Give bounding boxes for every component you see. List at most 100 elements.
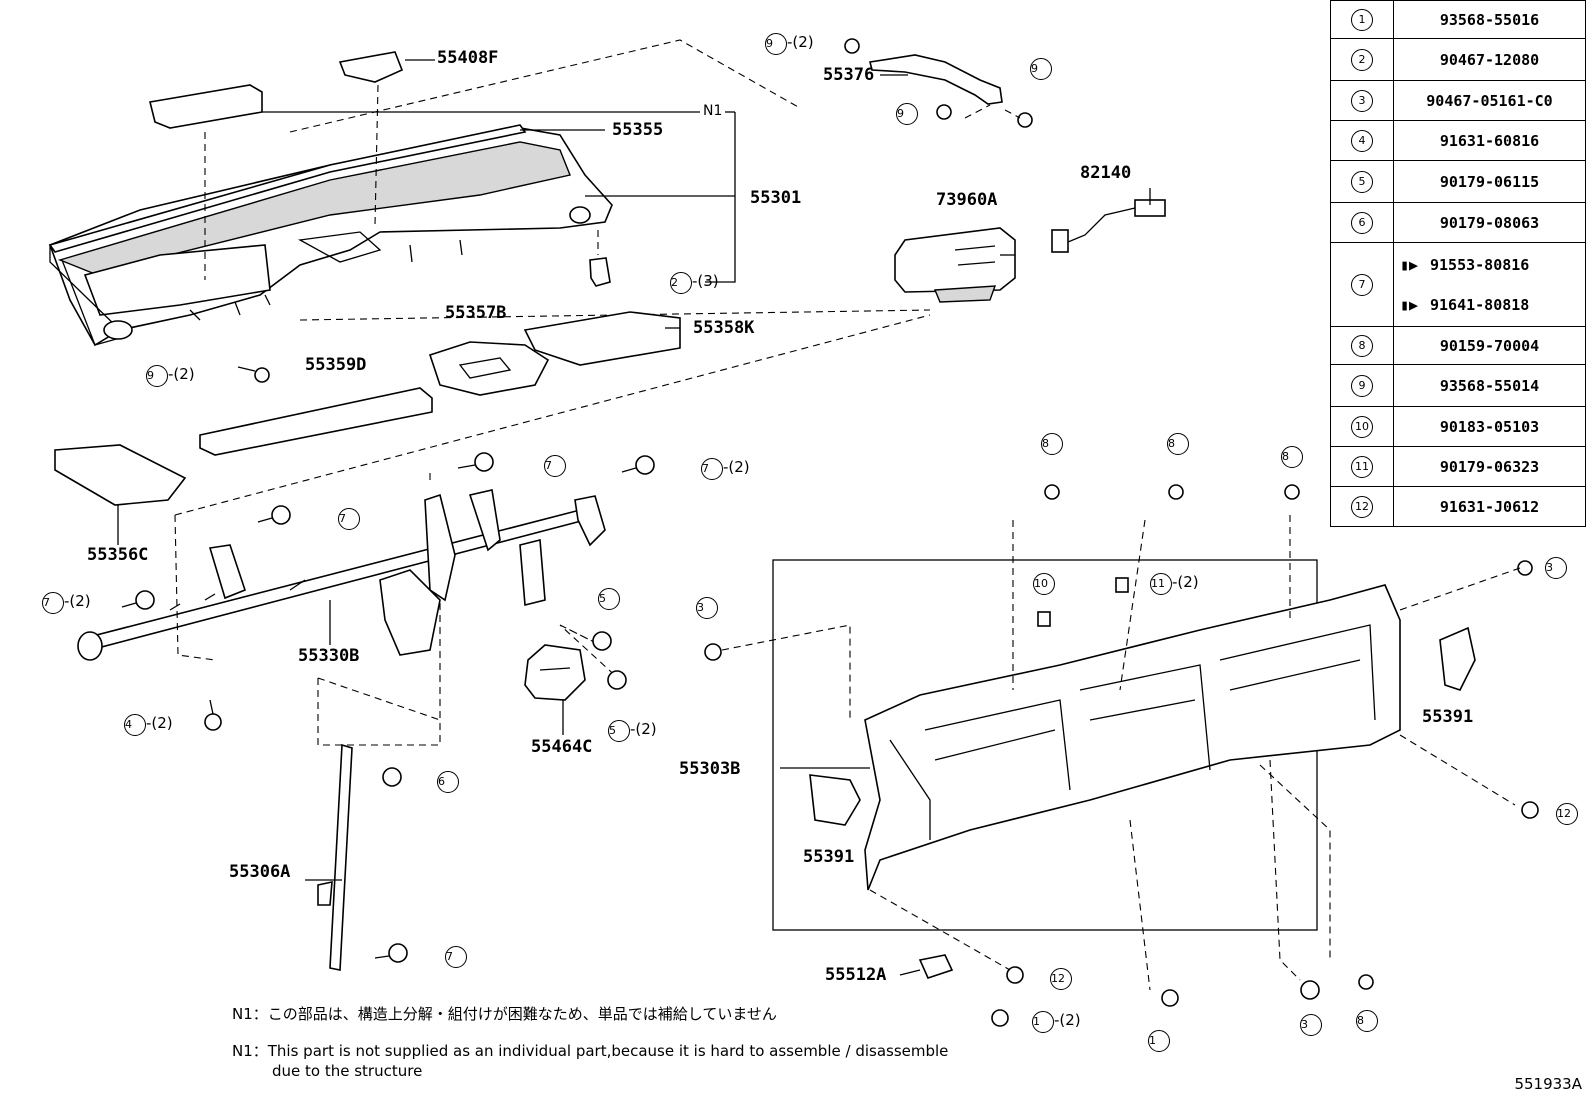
label-55391-right: 55391 <box>1422 707 1474 727</box>
part-number: 91631-60816 <box>1393 120 1586 161</box>
callout-12-a: 12 <box>1556 803 1578 825</box>
part-number: ▮▶91553-80816 <box>1400 245 1585 285</box>
pad-55391-left <box>809 774 861 826</box>
callout-10: 10 <box>1033 573 1055 595</box>
label-55303B: 55303B <box>679 759 741 779</box>
nut-6 <box>382 767 402 787</box>
part-number: 93568-55016 <box>1393 0 1586 39</box>
label-55301: 55301 <box>750 188 802 208</box>
callout-12-b: 12 <box>1050 968 1072 990</box>
label-55356C: 55356C <box>87 545 149 565</box>
pad-n1 <box>149 84 263 129</box>
callout-9-mid: 9 <box>896 103 918 125</box>
nut-5-2 <box>607 670 627 690</box>
clip-3-b <box>1517 560 1533 576</box>
dash-panel-55301 <box>48 127 613 347</box>
label-82140: 82140 <box>1080 163 1132 183</box>
callout-8-c: 8 <box>1281 446 1303 468</box>
label-55357B: 55357B <box>445 303 507 323</box>
frame-55303B <box>864 584 1401 891</box>
brace-55306A <box>317 743 353 971</box>
flange-bolt-icon: ▮▶ <box>1400 255 1419 274</box>
nut-5-a <box>592 631 612 651</box>
part-number: 90159-70004 <box>1393 326 1586 365</box>
bolt-12-b <box>1006 966 1024 984</box>
callout-4-2: 4-(2) <box>124 714 173 736</box>
part-number: 93568-55014 <box>1393 364 1586 407</box>
label-73960A: 73960A <box>936 190 998 210</box>
label-55408F: 55408F <box>437 48 499 68</box>
bolt-1-2 <box>991 1009 1009 1027</box>
bolt-8-d <box>1358 974 1374 990</box>
tray-55357B <box>428 341 550 396</box>
callout-1-2: 1-(2) <box>1032 1011 1081 1033</box>
pad-55391-right <box>1439 626 1476 691</box>
callout-5-2: 5-(2) <box>608 720 657 742</box>
nut-10 <box>1037 611 1051 627</box>
note-jp: N1：この部品は、構造上分解・組付けが困難なため、単品では補給していません <box>232 1005 777 1023</box>
label-55306A: 55306A <box>229 862 291 882</box>
part-number: 90183-05103 <box>1393 406 1586 447</box>
bracket-55464C <box>524 644 586 701</box>
callout-5-a: 5 <box>598 588 620 610</box>
callout-6: 6 <box>437 771 459 793</box>
callout-7-c: 7 <box>445 946 467 968</box>
part-number: 90467-12080 <box>1393 38 1586 81</box>
part-number: 90179-08063 <box>1393 202 1586 243</box>
nut-11 <box>1115 577 1129 593</box>
callout-3-a: 3 <box>696 597 718 619</box>
callout-3-b: 3 <box>1545 557 1567 579</box>
callout-7-a: 7 <box>544 455 566 477</box>
callout-3-c: 3 <box>1300 1014 1322 1036</box>
label-55355: 55355 <box>612 120 664 140</box>
defroster-grille-55355 <box>48 124 527 253</box>
bolt-9-left <box>237 366 270 383</box>
bolt-8-a <box>1044 484 1060 500</box>
bracket-55376 <box>844 38 1033 128</box>
callout-8-a: 8 <box>1041 433 1063 455</box>
pad-55358K <box>523 311 681 366</box>
bolt-8-c <box>1284 484 1300 500</box>
callout-1: 1 <box>1148 1030 1170 1052</box>
cover-55408F <box>338 51 404 83</box>
part-number: 90467-05161-C0 <box>1393 80 1586 121</box>
clip-2 <box>589 257 611 287</box>
callout-8-d: 8 <box>1356 1010 1378 1032</box>
callout-2-3: 2-(3) <box>670 272 719 294</box>
bolt-1 <box>1161 989 1179 1007</box>
label-55391-left: 55391 <box>803 847 855 867</box>
note-en-line2: due to the structure <box>272 1062 423 1080</box>
callout-8-b: 8 <box>1167 433 1189 455</box>
note-en-line1: N1：This part is not supplied as an indiv… <box>232 1042 949 1060</box>
reinforcement-55330B <box>77 489 606 661</box>
bolt-7-c <box>374 943 408 963</box>
pad-55356C <box>54 444 187 506</box>
wire-harness-82140 <box>1051 199 1166 253</box>
label-55376: 55376 <box>823 65 875 85</box>
bolt-7-2-a <box>621 455 655 475</box>
callout-11-2: 11-(2) <box>1150 573 1199 595</box>
label-n1: N1 <box>703 103 723 119</box>
bolt-7-a <box>457 452 494 472</box>
callout-7-2-a: 7-(2) <box>701 458 750 480</box>
label-55330B: 55330B <box>298 646 360 666</box>
label-55359D: 55359D <box>305 355 367 375</box>
callout-7-2-b: 7-(2) <box>42 592 91 614</box>
callout-7-b: 7 <box>338 508 360 530</box>
airbag-module-73960A <box>894 227 1016 303</box>
pad-55359D <box>199 387 433 456</box>
bolt-8-b <box>1168 484 1184 500</box>
bolt-12-a <box>1521 801 1539 819</box>
part-number: 91631-J0612 <box>1393 486 1586 527</box>
clip-55512A <box>918 954 954 979</box>
bolt-4-2 <box>204 699 222 731</box>
